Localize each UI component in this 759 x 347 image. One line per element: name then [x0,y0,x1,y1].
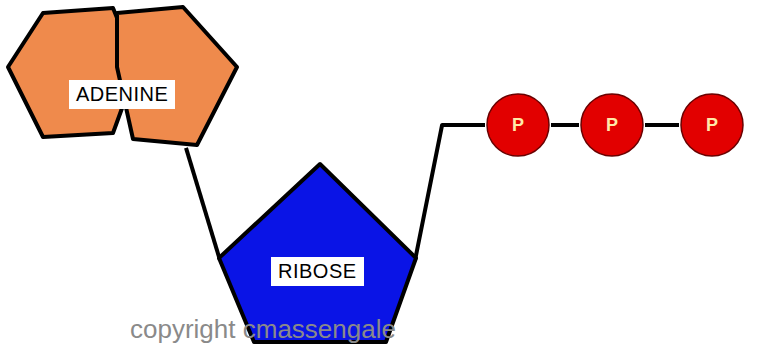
phosphate-label: P [606,115,618,136]
phosphate-label: P [706,115,718,136]
phosphate-group: P [579,92,645,158]
bond-line [415,125,485,260]
adenine-base-shape [5,5,240,150]
phosphate-group: P [485,92,551,158]
adenine-base: ADENINE [5,5,240,150]
bond-line [551,123,579,127]
sugar-label: RIBOSE [271,257,364,286]
phosphate-group: P [679,92,745,158]
bond-line [186,148,220,260]
watermark: copyright cmassengale [130,314,396,345]
bond-line [645,123,679,127]
phosphate-label: P [512,115,524,136]
base-label: ADENINE [69,80,175,109]
